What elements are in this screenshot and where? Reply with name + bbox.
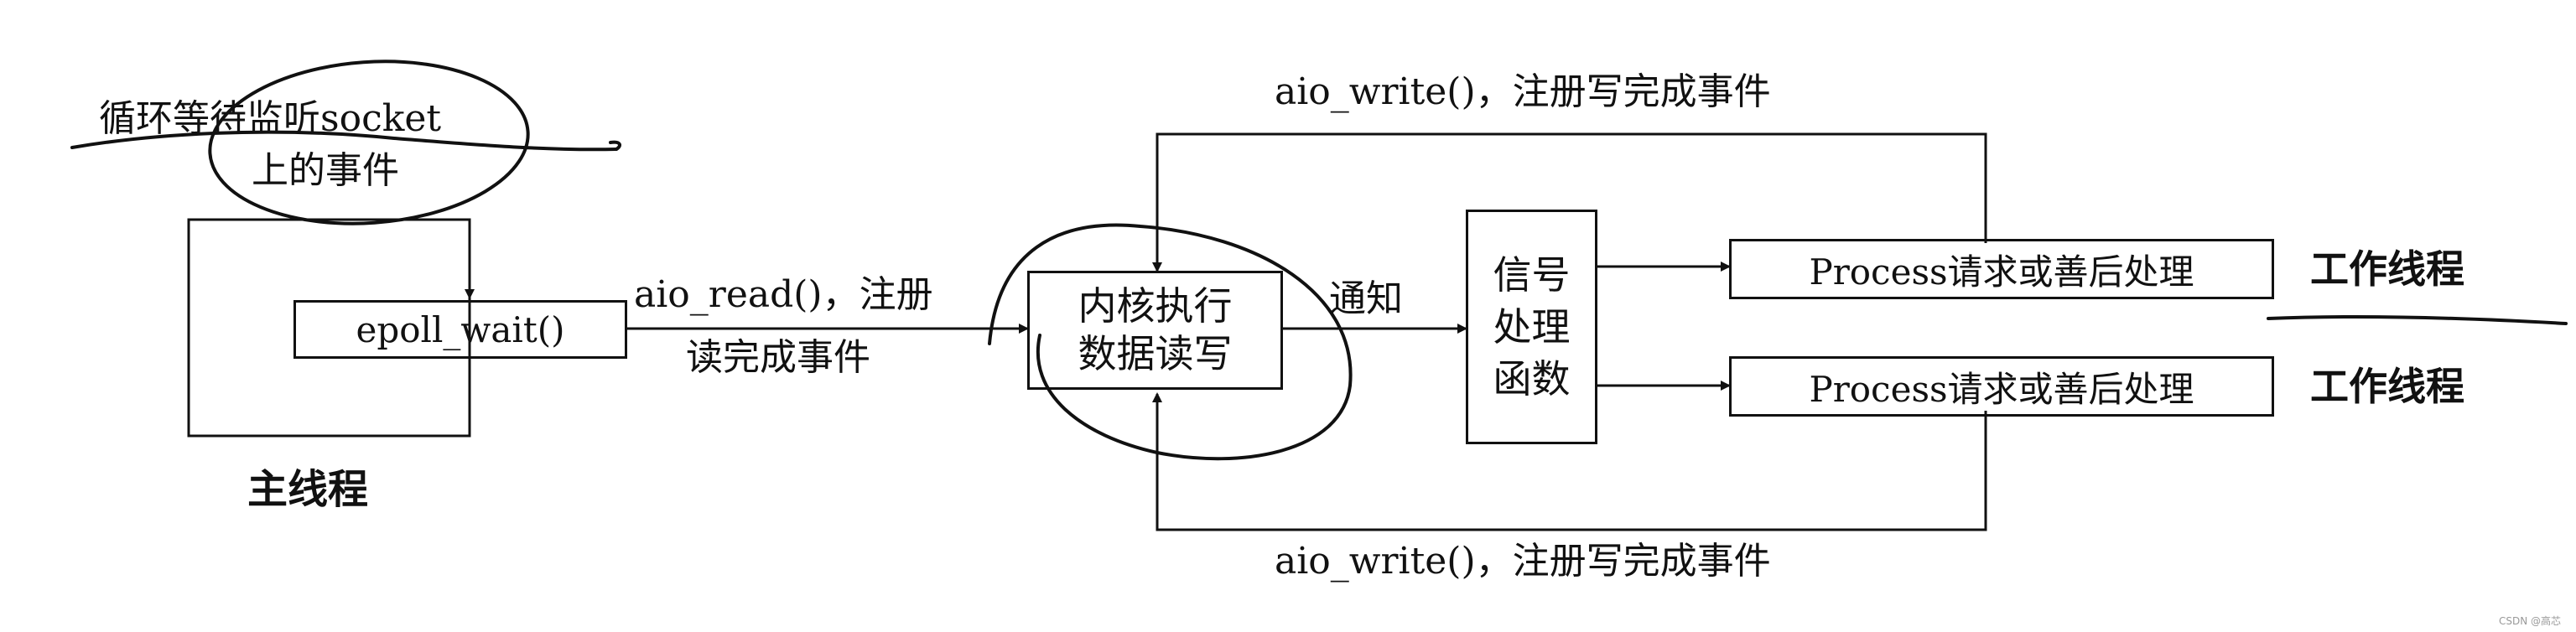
aio-write-bottom-label: aio_write()，注册写完成事件 bbox=[1275, 540, 1771, 583]
worker-thread-label-1: 工作线程 bbox=[2310, 246, 2464, 292]
process-box-2 bbox=[1729, 356, 2274, 417]
signal-handler-line1: 信号 bbox=[1493, 251, 1571, 298]
kernel-rw-line1: 内核执行 bbox=[1078, 282, 1233, 329]
kernel-rw-line2: 数据读写 bbox=[1078, 331, 1233, 376]
process-label-1: Process请求或善后处理 bbox=[1809, 251, 2194, 293]
worker-thread-label-2: 工作线程 bbox=[2310, 364, 2464, 409]
signal-handler-label: 信号 处理 函数 bbox=[1466, 210, 1597, 444]
handwritten-annotations bbox=[70, 60, 2568, 461]
edge-aio-write-top bbox=[1152, 132, 1987, 272]
signal-handler-line2: 处理 bbox=[1493, 303, 1571, 350]
loop-label-line1: 循环等待监听socket bbox=[99, 97, 442, 140]
process-label-2: Process请求或善后处理 bbox=[1809, 368, 2194, 410]
kernel-rw-box bbox=[1027, 271, 1283, 390]
notify-label: 通知 bbox=[1329, 277, 1403, 320]
process-box-1 bbox=[1729, 239, 2274, 299]
aio-read-label-line1: aio_read()，注册 bbox=[634, 273, 933, 316]
signal-handler-box bbox=[1466, 210, 1597, 444]
aio-read-label-line2: 读完成事件 bbox=[686, 336, 870, 379]
main-thread-loop bbox=[187, 218, 471, 438]
watermark: CSDN @高芯 bbox=[2499, 615, 2562, 627]
loop-label-line2: 上的事件 bbox=[252, 149, 399, 192]
kernel-rw-label: 内核执行 数据读写 bbox=[1027, 271, 1283, 390]
signal-handler-line3: 函数 bbox=[1493, 356, 1571, 402]
main-thread-caption: 主线程 bbox=[247, 466, 369, 513]
epoll-wait-box bbox=[293, 300, 627, 359]
epoll-wait-label: epoll_wait() bbox=[356, 308, 565, 350]
aio-write-top-label: aio_write()，注册写完成事件 bbox=[1275, 70, 1771, 113]
edge-aio-write-bottom bbox=[1152, 392, 1987, 531]
